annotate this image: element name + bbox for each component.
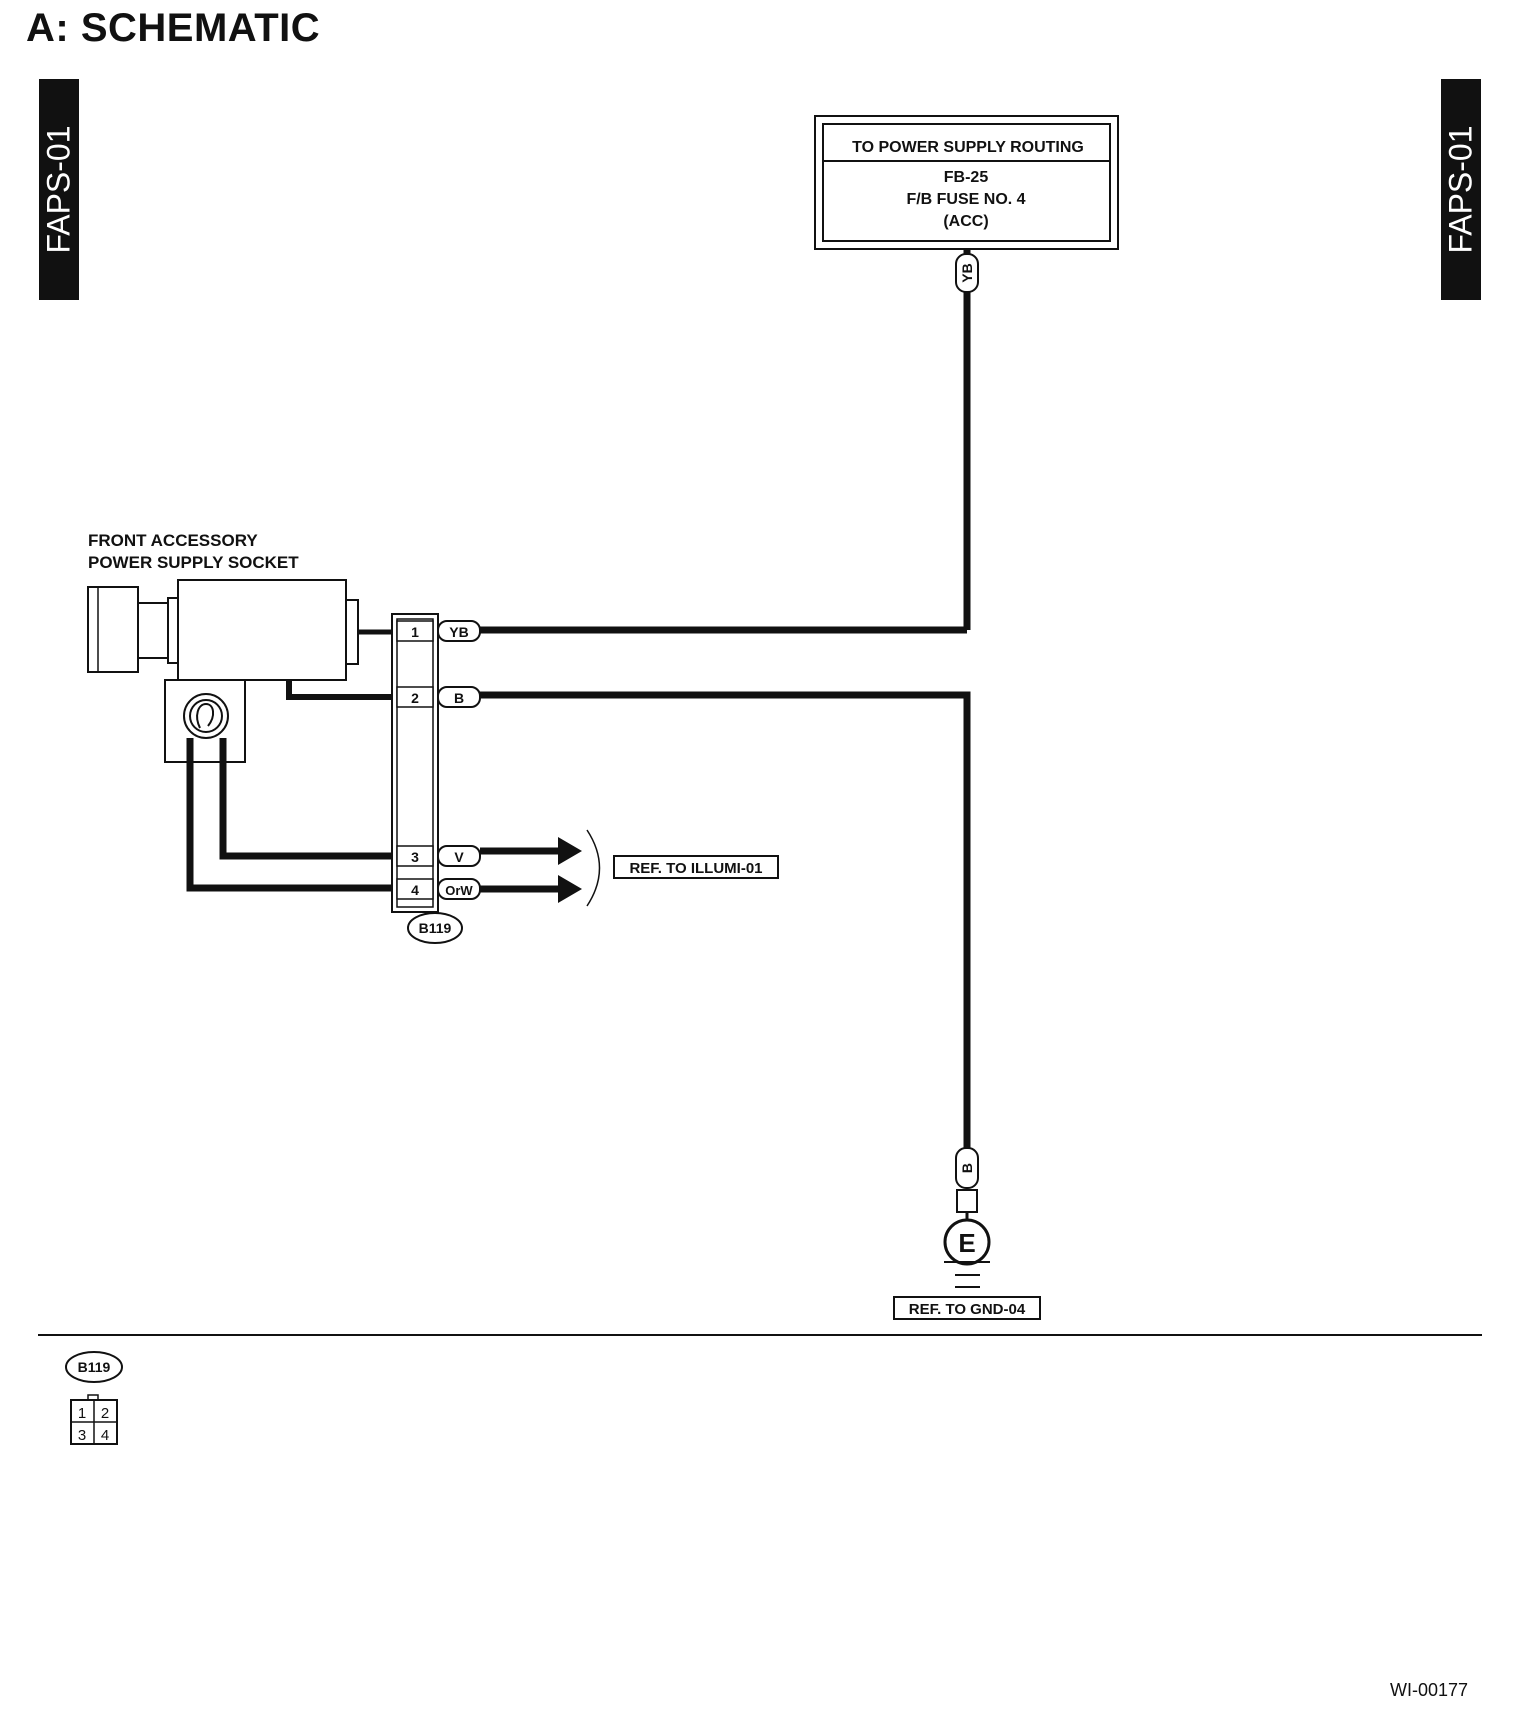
wire-pin2-ground xyxy=(478,691,971,1150)
connector-pin-2: 2 B xyxy=(396,686,481,708)
connector-id-badge xyxy=(407,912,463,944)
ground-symbol xyxy=(943,1218,991,1266)
section-tab-left: FAPS-01 xyxy=(39,79,79,300)
ref-ground-box xyxy=(893,1296,1041,1320)
pin-number-1: 1 xyxy=(411,624,419,640)
component-label-line1: FRONT ACCESSORY xyxy=(88,531,258,550)
reference-bracket xyxy=(586,829,601,907)
ground-label: E xyxy=(958,1228,975,1258)
legend-pin-2: 2 xyxy=(101,1405,109,1422)
ref-illumi-box xyxy=(613,855,779,879)
legend-connector-id: B119 xyxy=(78,1359,111,1375)
connector-pin-4: 4 OrW xyxy=(396,878,481,900)
connector-pin-3: 3 V xyxy=(396,845,481,867)
legend-pin-4: 4 xyxy=(101,1427,109,1444)
connector-b119 xyxy=(391,613,439,913)
power-box-fuse-name: F/B FUSE NO. 4 xyxy=(906,191,1025,208)
pin-wire-3: V xyxy=(454,849,464,865)
section-tab-right: FAPS-01 xyxy=(1441,79,1481,300)
wire-label-ground-b: B xyxy=(959,1163,975,1173)
arrow-pin3 xyxy=(558,837,582,865)
power-box-acc: (ACC) xyxy=(943,213,988,230)
wire-socket-pin3 xyxy=(219,738,395,860)
power-socket: FRONT ACCESSORY POWER SUPPLY SOCKET xyxy=(87,531,359,763)
pin-number-2: 2 xyxy=(411,690,419,706)
ref-ground-text: REF. TO GND-04 xyxy=(909,1301,1026,1318)
power-supply-box: TO POWER SUPPLY ROUTING FB-25 F/B FUSE N… xyxy=(814,115,1119,250)
power-box-fuse-id: FB-25 xyxy=(944,169,989,186)
pin-wire-4: OrW xyxy=(445,883,473,898)
wire-socket-pin2 xyxy=(286,680,395,700)
pin-wire-2: B xyxy=(454,690,464,706)
page-title: A: SCHEMATIC xyxy=(26,6,321,50)
connector-id: B119 xyxy=(419,920,452,936)
ground-assembly: B E REF. TO GND-04 xyxy=(893,1147,1041,1320)
pin-wire-1: YB xyxy=(449,624,468,640)
document-id: WI-00177 xyxy=(1390,1680,1469,1700)
pin-number-3: 3 xyxy=(411,849,419,865)
arrow-pin4 xyxy=(558,875,582,903)
wire-power-yb: YB xyxy=(955,249,979,630)
wire-socket-pin4 xyxy=(186,738,395,892)
component-label-line2: POWER SUPPLY SOCKET xyxy=(88,553,299,572)
legend-pin-3: 3 xyxy=(78,1427,86,1444)
ref-illumi-text: REF. TO ILLUMI-01 xyxy=(629,860,762,877)
connector-pin-1: 1 YB xyxy=(396,620,481,642)
wire-label-top-yb: YB xyxy=(959,263,975,282)
legend-pin-1: 1 xyxy=(78,1405,86,1422)
legend-connector: B119 1 2 3 4 xyxy=(65,1351,123,1445)
pin-number-4: 4 xyxy=(411,882,419,898)
power-box-title: TO POWER SUPPLY ROUTING xyxy=(852,139,1084,156)
